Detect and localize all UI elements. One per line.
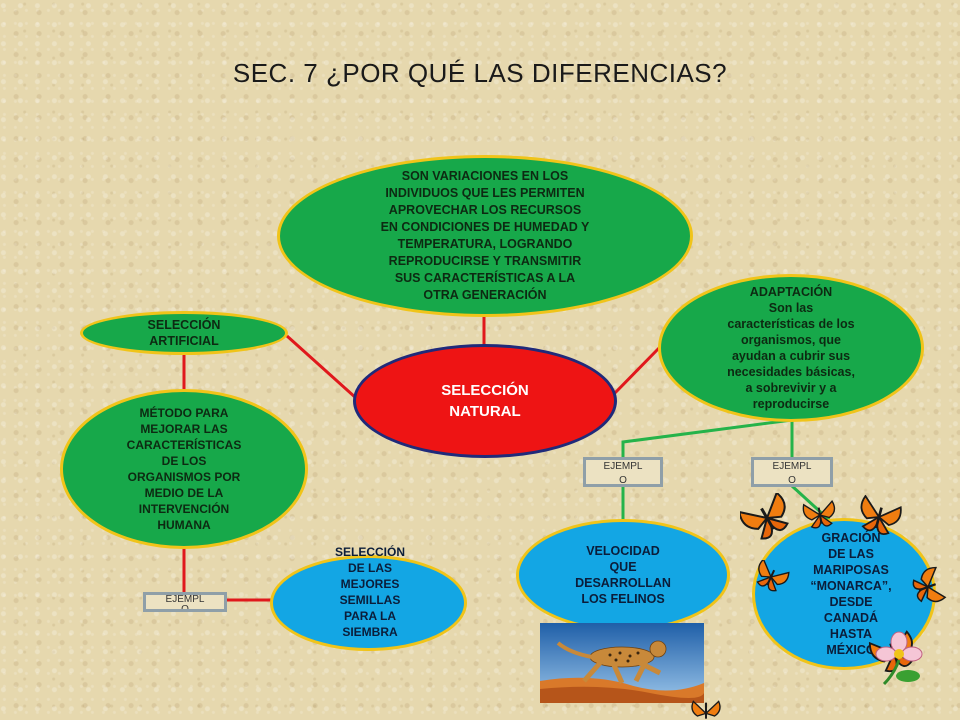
seleccion-artificial-text: SELECCIÓN ARTIFICIAL (147, 318, 221, 348)
migracion-node: GRACIÓN DE LAS MARIPOSAS “MONARCA”, DESD… (752, 518, 936, 670)
variaciones-node: SON VARIACIONES EN LOS INDIVIDUOS QUE LE… (277, 155, 693, 317)
ejemplo-label-mid-text: EJEMPL O (603, 461, 643, 486)
ejemplo-label-mid: EJEMPL O (583, 457, 663, 487)
page-title: SEC. 7 ¿POR QUÉ LAS DIFERENCIAS? (232, 58, 728, 88)
butterfly-icon (740, 493, 789, 540)
cheetah-image (540, 623, 704, 703)
metodo-text: MÉTODO PARA MEJORAR LAS CARACTERÍSTICAS … (126, 406, 242, 532)
butterfly-icon (691, 700, 721, 719)
ejemplo-label-left: EJEMPL O (143, 592, 227, 612)
ejemplo-label-right: EJEMPL O (751, 457, 833, 487)
butterfly-icon (912, 566, 947, 603)
seleccion-artificial-node: SELECCIÓN ARTIFICIAL (80, 311, 288, 355)
flower-icon (875, 631, 923, 686)
butterfly-icon (860, 495, 902, 535)
adaptacion-text: Son las características de los organismo… (727, 301, 855, 411)
ejemplo-label-right-text: EJEMPL O (772, 461, 812, 486)
migracion-text: GRACIÓN DE LAS MARIPOSAS “MONARCA”, DESD… (810, 531, 892, 657)
seleccion-natural-node: SELECCIÓN NATURAL (353, 344, 617, 458)
variaciones-text: SON VARIACIONES EN LOS INDIVIDUOS QUE LE… (380, 169, 590, 302)
semillas-text: SELECCIÓN DE LAS MEJORES SEMILLAS PARA L… (334, 545, 405, 639)
semillas-node (270, 555, 467, 651)
metodo-node: MÉTODO PARA MEJORAR LAS CARACTERÍSTICAS … (60, 389, 308, 549)
connector-adaptacion-ejemplos (621, 418, 794, 458)
seleccion-natural-text: SELECCIÓN NATURAL (441, 382, 529, 420)
connector-artificial-natural (285, 334, 358, 400)
adaptacion-node: ADAPTACIÓN Son las características de lo… (658, 274, 924, 422)
ejemplo-label-left-text: EJEMPL O (165, 594, 205, 612)
butterfly-icon (756, 560, 790, 592)
velocidad-node: VELOCIDAD QUE DESARROLLAN LOS FELINOS (516, 519, 730, 631)
butterfly-icon (802, 499, 836, 529)
connector-natural-adaptacion (610, 344, 663, 398)
velocidad-text: VELOCIDAD QUE DESARROLLAN LOS FELINOS (575, 544, 671, 606)
adaptacion-title: ADAPTACIÓN (749, 285, 833, 299)
